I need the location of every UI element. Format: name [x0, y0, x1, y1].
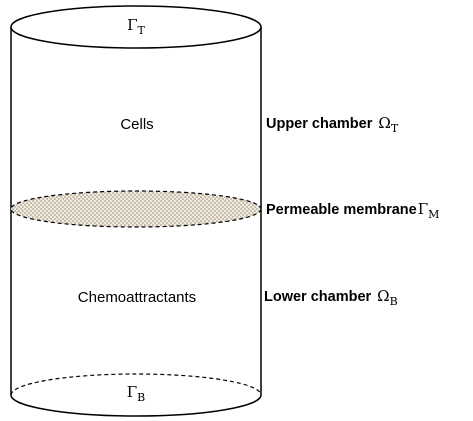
cells-label: Cells — [120, 116, 153, 133]
bottom-boundary-back-arc — [10, 373, 262, 396]
top-boundary-label: ΓT — [127, 16, 145, 37]
permeable-membrane — [10, 190, 262, 228]
membrane-label: Permeable membraneΓM — [266, 200, 439, 221]
bottom-boundary-front-arc — [10, 394, 262, 417]
bottom-boundary-label: ΓB — [127, 383, 146, 404]
top-boundary-ellipse — [10, 5, 262, 49]
chemoattractants-label: Chemoattractants — [78, 289, 196, 306]
